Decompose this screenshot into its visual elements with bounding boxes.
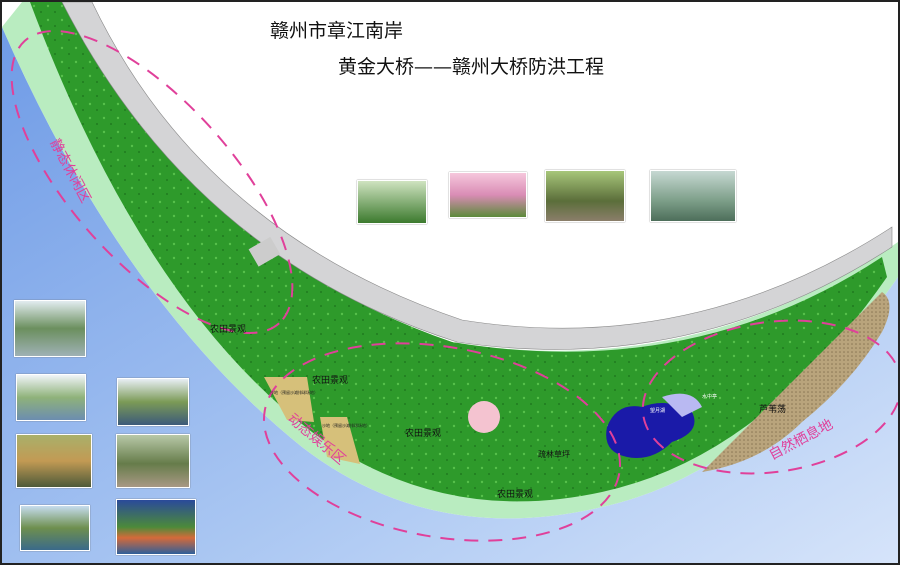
photo-reed-pond [117, 378, 189, 426]
label-pavilion: 水中亭 [702, 393, 717, 400]
sand-area [264, 377, 314, 422]
zone-boundary-dynamic [262, 342, 622, 542]
label-reed: 芦苇荡 [759, 403, 786, 415]
photo-garden-pavilion [357, 180, 427, 224]
title-line-1: 赣州市章江南岸 [270, 20, 404, 42]
photo-cherry-blossom [449, 172, 527, 218]
label-farmland: 农田景观 [497, 488, 533, 500]
sand-area [320, 417, 360, 464]
park-green [30, 2, 887, 502]
label-sand: 沙地（预留沙滩排球场地） [322, 422, 370, 428]
label-lake: 望月湖 [650, 407, 665, 414]
photo-lakeside-trees [14, 300, 86, 357]
photo-floral-island [116, 499, 196, 555]
label-farmland: 农田景观 [405, 427, 441, 439]
label-farmland: 农田景观 [210, 323, 246, 335]
photo-pond-reeds [20, 505, 90, 551]
river [2, 27, 898, 563]
photo-park-path [116, 434, 190, 488]
label-sand: 沙地（预留沙滩排球场地） [270, 389, 318, 395]
photo-rock-pond [545, 170, 625, 222]
title-line-2: 黄金大桥——赣州大桥防洪工程 [338, 56, 605, 78]
photo-lake-reeds [650, 170, 736, 222]
bridge-ramp [248, 236, 281, 267]
label-farmland: 农田景观 [312, 374, 348, 386]
lake [606, 403, 695, 458]
photo-waterside-deck [16, 374, 86, 421]
road [61, 2, 893, 350]
reed-marsh [702, 292, 890, 472]
label-sparse-lawn: 疏林草坪 [538, 449, 570, 459]
photo-boat-reeds [16, 434, 92, 488]
lake-light [662, 393, 702, 417]
zone-boundary-habitat [641, 319, 898, 475]
plaza [468, 401, 500, 433]
